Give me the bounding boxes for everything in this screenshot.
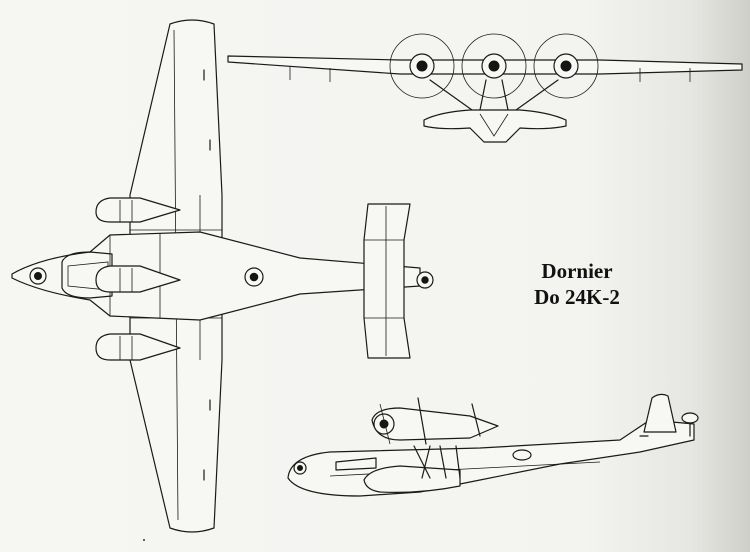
- plan-view: [11, 19, 434, 533]
- plan-view-tailplane: [363, 203, 411, 359]
- front-view-prop-left: [389, 33, 455, 99]
- caption-manufacturer: Dornier: [541, 259, 613, 283]
- aircraft-caption: Dornier Do 24K-2: [512, 258, 642, 310]
- side-view-hull: [287, 419, 695, 497]
- plan-view-engine-lower: [95, 333, 181, 361]
- plan-view-hull: [11, 231, 421, 321]
- front-view-hull: [423, 109, 567, 143]
- front-view-prop-right: [533, 33, 599, 99]
- plan-view-canopy: [61, 251, 113, 299]
- front-view: [227, 33, 743, 143]
- plan-view-engine-upper: [95, 197, 181, 223]
- side-view-sponson: [363, 465, 461, 493]
- front-view-prop-centre: [461, 33, 527, 99]
- side-view: [287, 393, 699, 497]
- caption-model: Do 24K-2: [534, 285, 620, 309]
- side-view-fin: [643, 393, 677, 433]
- plan-view-engine-centre: [95, 265, 181, 293]
